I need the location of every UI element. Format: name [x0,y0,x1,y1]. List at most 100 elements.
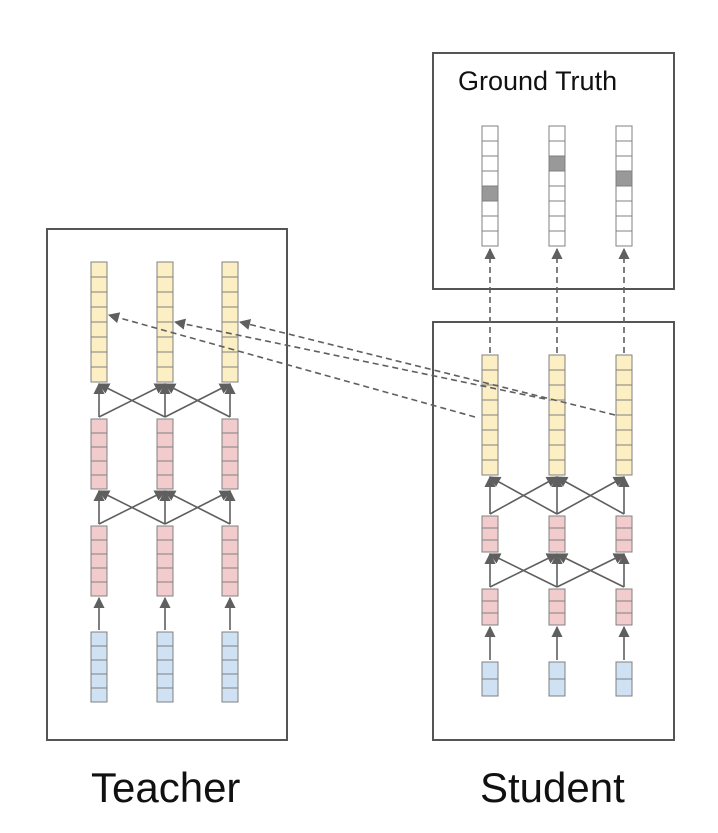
vector-cell [481,600,499,614]
vector-cell [481,200,499,217]
vector-cell [548,527,566,541]
vector-cell [221,306,239,323]
vector-cell [221,659,239,675]
vector-cell [481,155,499,172]
student-input-vector-1 [481,661,499,697]
vector-cell [615,384,633,401]
vector-cell [548,125,566,142]
teacher-input-vector-1 [90,631,108,703]
ground-truth-vector-2 [548,125,566,247]
connection-arrow [489,476,558,515]
vector-cell [156,276,174,293]
vector-cell [548,459,566,476]
vector-cell [221,645,239,661]
ground-truth-title: Ground Truth [458,66,618,96]
vector-cell [90,673,108,689]
vector-cell [90,659,108,675]
vector-cell [156,460,174,476]
vector-cell [481,414,499,431]
vector-cell [615,354,633,371]
vector-cell [156,474,174,490]
student-hidden-1-vector-3 [615,588,633,626]
vector-cell [90,306,108,323]
connection-arrow [164,383,231,418]
ground-truth-vector-3 [615,125,633,247]
vector-cell [90,645,108,661]
vector-cell [481,429,499,446]
vector-cell [90,446,108,462]
vector-cell [481,185,499,202]
vector-cell [481,215,499,232]
vector-cell [548,612,566,626]
vector-cell [221,539,239,555]
vector-cell [156,525,174,541]
vector-cell [221,687,239,703]
teacher-hidden-1-vector-3 [221,525,239,597]
vector-cell [221,276,239,293]
teacher-output-vector-1 [90,261,108,383]
student-hidden-1-vector-1 [481,588,499,626]
vector-cell [90,687,108,703]
vector-cell [90,567,108,583]
vector-cell [548,140,566,157]
vector-cell [156,659,174,675]
vector-cell [615,399,633,416]
vector-cell [615,600,633,614]
vector-cell [615,369,633,386]
vector-cell [615,444,633,461]
distillation-arrow-1 [107,312,476,418]
vector-cell [156,366,174,383]
vector-cell [156,418,174,434]
distillation-arrow-3 [238,318,616,416]
vector-cell [221,418,239,434]
vector-cell [548,200,566,217]
student-hidden-2-vector-3 [615,515,633,553]
vector-cell [156,321,174,338]
vector-cell [156,336,174,353]
vector-cell [481,399,499,416]
student-hidden-2-vector-2 [548,515,566,553]
vector-cell [615,170,633,187]
vector-cell [548,661,566,680]
vector-cell [90,366,108,383]
teacher-network [90,261,239,703]
vector-cell [548,230,566,247]
vector-cell [156,306,174,323]
vector-cell [548,215,566,232]
vector-cell [156,351,174,368]
vector-cell [90,631,108,647]
vector-cell [615,588,633,602]
vector-cell [481,125,499,142]
vector-cell [481,612,499,626]
vector-cell [90,432,108,448]
vector-cell [481,384,499,401]
vector-cell [156,261,174,278]
vector-cell [615,459,633,476]
connection-arrow [164,490,231,525]
vector-cell [615,429,633,446]
vector-cell [548,600,566,614]
vector-cell [615,140,633,157]
vector-cell [615,185,633,202]
vector-cell [90,351,108,368]
distillation-arrows [107,312,616,418]
vector-cell [481,230,499,247]
vector-cell [221,525,239,541]
vector-cell [90,581,108,597]
vector-cell [156,581,174,597]
vector-cell [90,261,108,278]
connection-arrow [555,553,625,588]
vector-cell [615,661,633,680]
vector-cell [548,384,566,401]
vector-cell [615,414,633,431]
vector-cell [156,432,174,448]
vector-cell [221,631,239,647]
vector-cell [156,567,174,583]
student-input-vector-3 [615,661,633,697]
vector-cell [481,527,499,541]
vector-cell [90,539,108,555]
student-output-vector-1 [481,354,499,476]
vector-cell [548,155,566,172]
connection-arrow [97,383,166,418]
vector-cell [548,539,566,553]
